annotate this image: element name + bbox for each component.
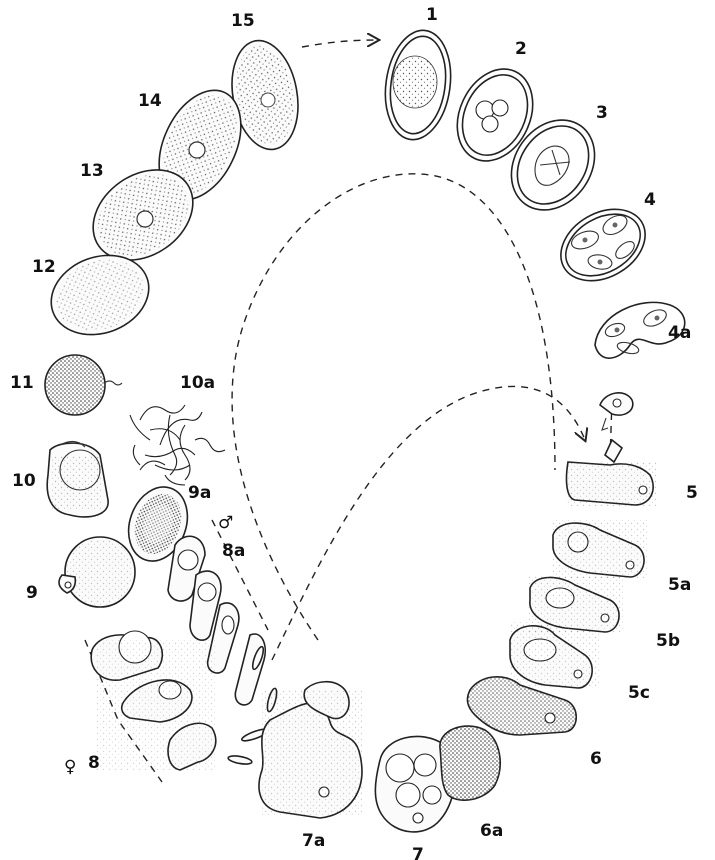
stage-10a-microgametes <box>130 405 225 485</box>
label-stage-2: 2 <box>515 39 527 59</box>
label-stage-11: 11 <box>10 373 34 393</box>
label-stage-9: 9 <box>26 583 38 603</box>
female-symbol: ♀ <box>64 757 76 777</box>
label-stage-7: 7 <box>412 845 424 860</box>
label-stage-9a: 9a <box>188 483 211 503</box>
label-stage-3: 3 <box>596 103 608 123</box>
label-stage-6a: 6a <box>480 821 503 841</box>
label-stage-5c: 5c <box>628 683 650 703</box>
label-stage-10a: 10a <box>180 373 215 393</box>
stage-11-sphere <box>45 355 122 415</box>
label-stage-5a: 5a <box>668 575 691 595</box>
stage-4-cyst <box>548 195 658 295</box>
label-stage-5b: 5b <box>656 631 680 651</box>
label-stage-10: 10 <box>12 471 36 491</box>
stage-9-cell <box>59 537 135 607</box>
stage-10-cell <box>47 441 108 516</box>
label-stage-12: 12 <box>32 257 56 277</box>
sporozoite-emerging <box>600 393 633 430</box>
label-stage-14: 14 <box>138 91 162 111</box>
arrow-loop-left <box>232 174 555 640</box>
arrow-15-to-1 <box>302 40 378 47</box>
stage-5a-cell <box>552 520 648 578</box>
label-stage-8: 8 <box>88 753 100 773</box>
stage-6a-cell <box>440 726 500 800</box>
stage-5b-cell <box>528 575 623 633</box>
stage-7a-cell <box>259 682 362 818</box>
stage-1-cyst <box>379 26 458 144</box>
stage-3-cyst <box>494 104 611 226</box>
label-stage-4: 4 <box>644 190 656 210</box>
stage-5-cell <box>566 440 656 506</box>
label-stage-7a: 7a <box>302 831 325 851</box>
male-symbol: ♂ <box>218 513 233 533</box>
label-stage-5: 5 <box>686 483 698 503</box>
label-stage-8a: 8a <box>222 541 245 561</box>
label-stage-13: 13 <box>80 161 104 181</box>
stage-2-cyst <box>443 57 547 174</box>
label-stage-15: 15 <box>231 11 255 31</box>
label-stage-1: 1 <box>426 5 438 25</box>
label-stage-4a: 4a <box>668 323 691 343</box>
stage-8-cells <box>91 631 215 770</box>
label-stage-6: 6 <box>590 749 602 769</box>
